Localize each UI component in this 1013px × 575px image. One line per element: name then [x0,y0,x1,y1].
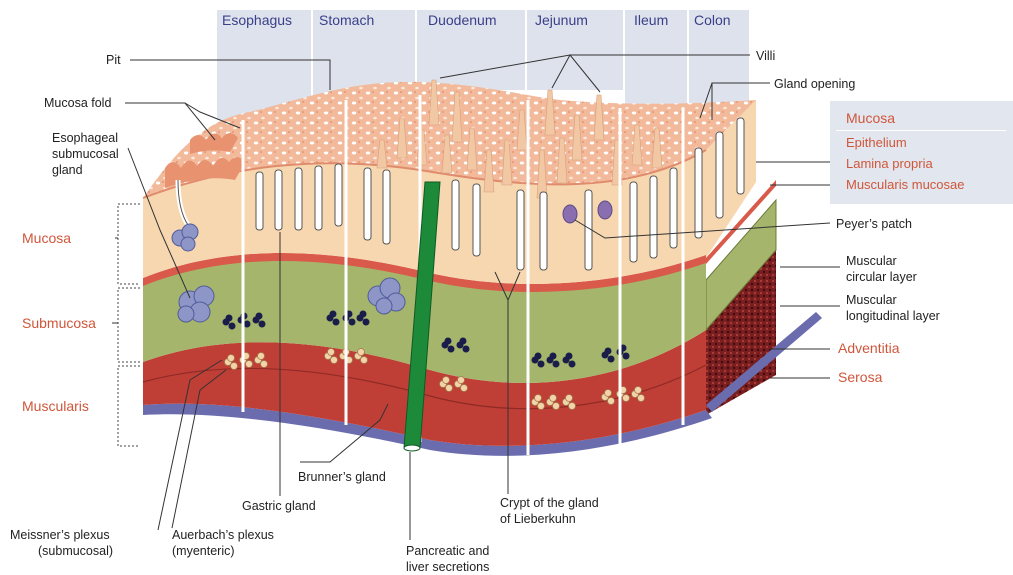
label-auerbach-1: Auerbach’s plexus [172,527,274,543]
header-esophagus: Esophagus [222,12,292,28]
label-serosa: Serosa [838,369,882,385]
label-muscular-circular-2: circular layer [846,269,917,285]
label-esophageal-gland-3: gland [52,162,83,178]
label-meissner-2: (submucosal) [38,543,113,559]
label-muscular-longitudinal-1: Muscular [846,292,897,308]
label-crypt-2: of Lieberkuhn [500,511,576,527]
mucosa-box-title: Mucosa [846,110,895,126]
mucosa-box-divider [836,130,1006,131]
label-pancreatic-2: liver secretions [406,559,489,575]
label-auerbach-2: (myenteric) [172,543,235,559]
label-muscular-longitudinal-2: longitudinal layer [846,308,940,324]
label-villi: Villi [756,48,775,64]
header-jejunum: Jejunum [535,12,588,28]
label-muscular-circular-1: Muscular [846,253,897,269]
mucosa-box-muscularis-mucosae: Muscularis mucosae [846,177,965,193]
layer-brackets [118,204,140,446]
label-peyers-patch: Peyer’s patch [836,216,912,232]
label-meissner-1: Meissner’s plexus [10,527,110,543]
label-esophageal-gland-2: submucosal [52,146,119,162]
label-gland-opening: Gland opening [774,76,855,92]
header-ileum: Ileum [634,12,668,28]
label-layer-muscularis: Muscularis [22,398,89,414]
label-brunners-gland: Brunner’s gland [298,469,386,485]
label-adventitia: Adventitia [838,340,899,356]
label-layer-mucosa: Mucosa [22,230,71,246]
label-gastric-gland: Gastric gland [242,498,316,514]
label-pit: Pit [106,52,121,68]
header-colon: Colon [694,12,731,28]
header-stomach: Stomach [319,12,374,28]
mucosa-box-lamina-propria: Lamina propria [846,156,933,172]
label-crypt-1: Crypt of the gland [500,495,599,511]
label-layer-submucosa: Submucosa [22,315,96,331]
mucosa-box-epithelium: Epithelium [846,135,907,151]
header-duodenum: Duodenum [428,12,497,28]
label-pancreatic-1: Pancreatic and [406,543,489,559]
label-mucosa-fold: Mucosa fold [44,95,111,111]
label-esophageal-gland-1: Esophageal [52,130,118,146]
